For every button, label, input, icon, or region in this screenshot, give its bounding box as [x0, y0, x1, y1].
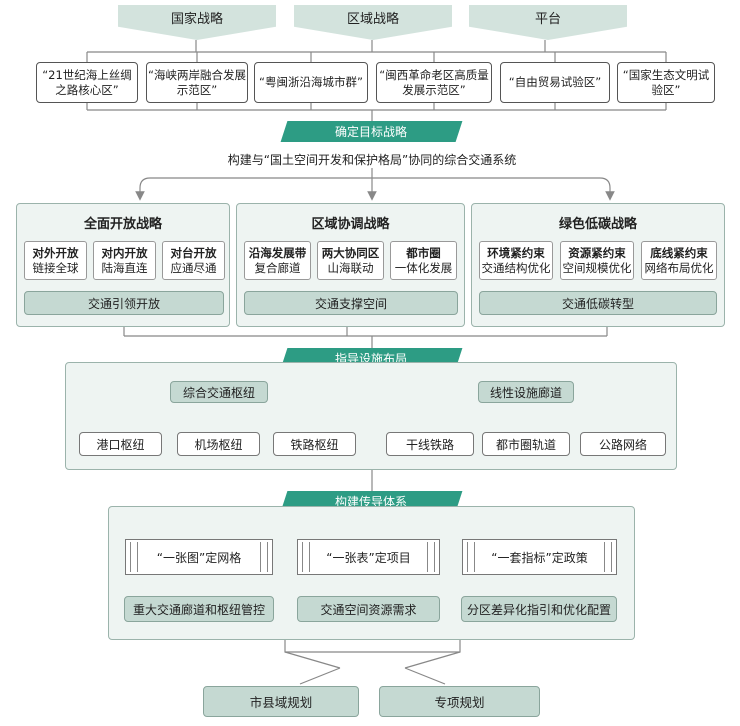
strategy-item-head: 两大协同区	[321, 245, 380, 260]
system-bar: 交通空间资源需求	[297, 596, 440, 622]
zone-label: “自由贸易试验区”	[508, 75, 602, 89]
strategy-item: 底线紧约束网络布局优化	[641, 241, 717, 280]
system-bar: 重大交通廊道和枢纽管控	[124, 596, 274, 622]
zone-label: “粤闽浙沿海城市群”	[259, 75, 363, 89]
category-label: 区域战略	[346, 12, 399, 27]
layout-panel	[65, 362, 677, 470]
strategy-item: 对台开放应通尽通	[162, 241, 225, 280]
strategy-title: 区域协调战略	[311, 216, 390, 232]
corridor-item: 干线铁路	[386, 432, 474, 456]
strategy-title: 绿色低碳战略	[558, 216, 637, 232]
strategy-item-head: 都市圈	[406, 245, 441, 260]
zone-label: “21世纪海上丝绸之路核心区”	[42, 67, 132, 97]
system-caption: 构建与“国土空间开发和保护格局”协同的综合交通系统	[227, 152, 517, 167]
hub-group-label: 综合交通枢纽	[170, 381, 268, 403]
output-special-plan: 专项规划	[379, 686, 540, 717]
strategy-title: 全面开放战略	[83, 216, 162, 232]
strategy-item-head: 对台开放	[170, 245, 217, 260]
scroll-item: “一张图”定网格	[125, 539, 273, 575]
strategy-item: 两大协同区山海联动	[317, 241, 384, 280]
strategy-item: 对外开放链接全球	[24, 241, 87, 280]
strategy-item: 都市圈一体化发展	[390, 241, 457, 280]
category-label: 平台	[534, 12, 561, 27]
strategy-panel-regional: 区域协调战略 沿海发展带复合廊道 两大协同区山海联动 都市圈一体化发展 交通支撑…	[236, 203, 465, 327]
strategy-footer: 交通引领开放	[24, 291, 224, 315]
zone-box: “闽西革命老区高质量发展示范区”	[376, 62, 492, 103]
strategy-item-body: 链接全球	[32, 260, 79, 275]
category-label: 国家战略	[170, 12, 223, 27]
strategy-item-head: 环境紧约束	[487, 245, 545, 260]
scroll-item: “一套指标”定政策	[462, 539, 617, 575]
strategy-item-head: 对内开放	[101, 245, 148, 260]
strategy-item-body: 应通尽通	[170, 260, 217, 275]
strategy-footer: 交通支撑空间	[244, 291, 458, 315]
strategy-item-body: 网络布局优化	[644, 260, 714, 275]
hub-item: 机场枢纽	[177, 432, 260, 456]
corridor-item: 都市圈轨道	[482, 432, 570, 456]
zone-box: “自由贸易试验区”	[500, 62, 610, 103]
zone-box: “21世纪海上丝绸之路核心区”	[36, 62, 138, 103]
strategy-item-body: 复合廊道	[254, 260, 301, 275]
strategy-item-head: 资源紧约束	[568, 245, 626, 260]
goal-banner-label: 确定目标战略	[335, 125, 408, 139]
hub-item: 港口枢纽	[79, 432, 162, 456]
strategy-item-body: 空间规模优化	[562, 260, 632, 275]
strategy-item: 对内开放陆海直连	[93, 241, 156, 280]
corridor-item: 公路网络	[580, 432, 666, 456]
strategy-item-head: 底线紧约束	[650, 245, 708, 260]
strategy-item-body: 一体化发展	[394, 260, 453, 275]
strategy-item-head: 沿海发展带	[248, 245, 307, 260]
zone-label: “海峡两岸融合发展示范区”	[148, 67, 246, 97]
hub-item: 铁路枢纽	[273, 432, 356, 456]
strategy-item-head: 对外开放	[32, 245, 79, 260]
strategy-item-body: 交通结构优化	[481, 260, 551, 275]
strategy-item: 资源紧约束空间规模优化	[560, 241, 634, 280]
strategy-item-body: 陆海直连	[101, 260, 148, 275]
strategy-item: 沿海发展带复合廊道	[244, 241, 311, 280]
output-county-plan: 市县域规划	[203, 686, 359, 717]
corridor-group-label: 线性设施廊道	[478, 381, 574, 403]
strategy-item-body: 山海联动	[327, 260, 374, 275]
system-bar: 分区差异化指引和优化配置	[461, 596, 617, 622]
strategy-footer: 交通低碳转型	[479, 291, 717, 315]
zone-box: “粤闽浙沿海城市群”	[254, 62, 368, 103]
zone-label: “闽西革命老区高质量发展示范区”	[379, 67, 489, 97]
scroll-item: “一张表”定项目	[297, 539, 440, 575]
goal-banner: 确定目标战略	[280, 121, 463, 142]
strategy-panel-green: 绿色低碳战略 环境紧约束交通结构优化 资源紧约束空间规模优化 底线紧约束网络布局…	[471, 203, 725, 327]
zone-label: “国家生态文明试验区”	[622, 67, 710, 97]
strategy-panel-open: 全面开放战略 对外开放链接全球 对内开放陆海直连 对台开放应通尽通 交通引领开放	[16, 203, 230, 327]
zone-box: “国家生态文明试验区”	[617, 62, 715, 103]
strategy-item: 环境紧约束交通结构优化	[479, 241, 553, 280]
zone-box: “海峡两岸融合发展示范区”	[146, 62, 248, 103]
